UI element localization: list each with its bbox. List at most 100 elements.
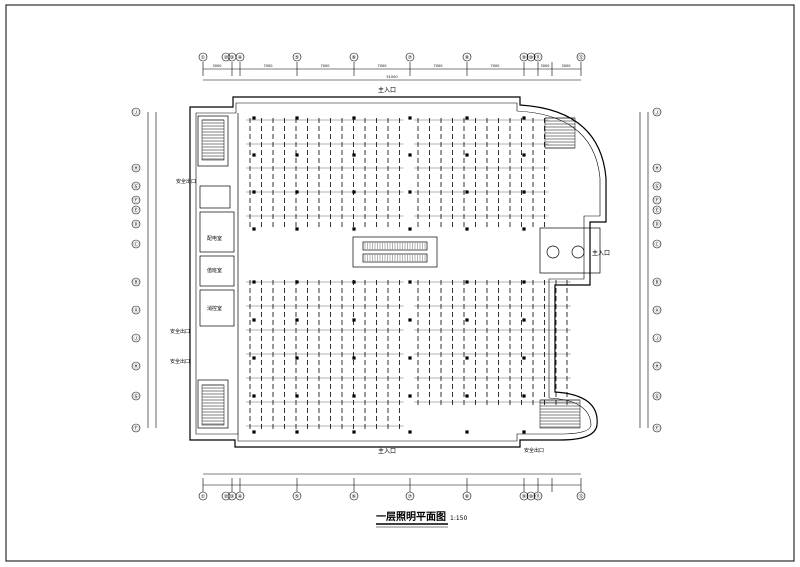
- left-axis-bubble: Ⓔ: [131, 205, 141, 215]
- dimension-label: 7000: [491, 64, 500, 68]
- left-axis-bubble: Ⓗ: [131, 163, 141, 173]
- right-axis-bubble: Ⓓ: [652, 219, 662, 229]
- svg-text:⑪: ⑪: [535, 493, 540, 500]
- svg-text:Ⓐ: Ⓐ: [133, 307, 138, 314]
- left-axis-bubble: Ⓒ: [131, 239, 141, 249]
- left-axis-bubble: Ⓑ: [131, 277, 141, 287]
- left-axis-bubble: Ⓐ: [131, 305, 141, 315]
- right-axis-bubble: Ⓙ: [652, 333, 662, 343]
- entrance-bottom-label: 主入口: [378, 447, 396, 455]
- svg-text:Ⓒ: Ⓒ: [654, 241, 659, 248]
- top-axis-bubble: ⑤: [292, 52, 302, 62]
- top-axis-bubble: ⑥: [349, 52, 359, 62]
- left-axis-bubble: Ⓖ: [131, 391, 141, 401]
- exit-left-label-3: 安全出口: [170, 358, 190, 365]
- svg-text:Ⓓ: Ⓓ: [133, 221, 138, 228]
- dimension-label: 7000: [321, 64, 330, 68]
- svg-text:⑪: ⑪: [535, 54, 540, 61]
- total-dimension-label: 51000: [386, 75, 397, 79]
- svg-text:Ⓕ: Ⓕ: [654, 425, 659, 432]
- svg-text:⑧: ⑧: [465, 494, 470, 500]
- top-axis-bubble: ①: [198, 52, 208, 62]
- sheet-frame: [5, 4, 795, 562]
- right-axis-bubble: Ⓙ: [652, 107, 662, 117]
- svg-text:⑧: ⑧: [465, 55, 470, 61]
- bottom-axis-bubble: ⑫: [576, 491, 586, 501]
- svg-text:⑤: ⑤: [295, 55, 299, 61]
- svg-text:⑦: ⑦: [408, 494, 413, 500]
- building-outline: [189, 96, 607, 448]
- left-axis-bubble: Ⓙ: [131, 107, 141, 117]
- right-axis-bubble: Ⓗ: [652, 361, 662, 371]
- svg-text:⑨: ⑨: [522, 494, 526, 500]
- svg-text:②: ②: [224, 55, 229, 61]
- bottom-axis-bubble: ②: [221, 491, 231, 501]
- svg-text:Ⓕ: Ⓕ: [133, 197, 138, 204]
- bottom-axis-bubble: ①: [198, 491, 208, 501]
- dimension-label: 3000: [541, 64, 550, 68]
- right-axis-bubble: Ⓑ: [652, 277, 662, 287]
- lighting-fixture-grid: [246, 116, 571, 434]
- svg-text:Ⓖ: Ⓖ: [654, 393, 659, 400]
- stair-left-top: [201, 119, 225, 161]
- exit-left-label-2: 安全出口: [170, 328, 190, 335]
- entrance-right-label: 主入口: [592, 249, 610, 257]
- svg-text:①: ①: [201, 494, 206, 500]
- top-axis-bubble: ②: [221, 52, 231, 62]
- svg-text:④: ④: [238, 55, 243, 61]
- bottom-axis-bubble: ④: [235, 491, 245, 501]
- drawing-scale: 1:150: [450, 515, 467, 522]
- svg-text:Ⓙ: Ⓙ: [133, 109, 138, 116]
- svg-text:⑤: ⑤: [295, 494, 299, 500]
- right-axis-bubble: Ⓖ: [652, 181, 662, 191]
- svg-text:②: ②: [224, 494, 229, 500]
- svg-text:Ⓔ: Ⓔ: [654, 207, 659, 214]
- bottom-axis-bubble: ⑥: [349, 491, 359, 501]
- svg-text:⑨: ⑨: [522, 55, 526, 61]
- svg-text:③: ③: [230, 494, 234, 500]
- svg-text:③: ③: [230, 55, 234, 61]
- svg-text:Ⓙ: Ⓙ: [654, 109, 659, 116]
- svg-text:Ⓖ: Ⓖ: [654, 183, 659, 190]
- top-axis-bubble: ④: [235, 52, 245, 62]
- top-axis-bubble: ⑧: [462, 52, 472, 62]
- svg-text:Ⓖ: Ⓖ: [133, 393, 138, 400]
- top-dimension-chain: [202, 62, 582, 81]
- right-axis-bubble: Ⓐ: [652, 305, 662, 315]
- top-axis-bubble: ⑪: [533, 52, 543, 62]
- top-axis-bubble: ⑦: [405, 52, 415, 62]
- dimension-label: 7000: [434, 64, 443, 68]
- bottom-axis-bubble: ⑪: [533, 491, 543, 501]
- right-axis-bubble: Ⓔ: [652, 205, 662, 215]
- dimension-label: 7000: [378, 64, 387, 68]
- bottom-axis-bubble: ⑤: [292, 491, 302, 501]
- svg-text:⑫: ⑫: [578, 493, 583, 500]
- svg-text:Ⓗ: Ⓗ: [654, 363, 659, 370]
- left-axis-bubble: Ⓕ: [131, 423, 141, 433]
- right-axis-bubble: Ⓕ: [652, 423, 662, 433]
- bottom-axis-bubble: ⑩: [526, 491, 536, 501]
- svg-text:Ⓐ: Ⓐ: [654, 307, 659, 314]
- svg-text:Ⓙ: Ⓙ: [654, 335, 659, 342]
- svg-text:Ⓕ: Ⓕ: [133, 425, 138, 432]
- svg-text:Ⓓ: Ⓓ: [654, 221, 659, 228]
- left-axis-bubble: Ⓙ: [131, 333, 141, 343]
- elevator-lobby-right: [539, 227, 601, 274]
- exit-left-label-1: 安全出口: [176, 178, 196, 185]
- bottom-axis-bubble: ⑧: [462, 491, 472, 501]
- bottom-dimension-chain: [202, 473, 582, 492]
- bottom-axis-bubble: ⑨: [519, 491, 529, 501]
- svg-text:⑩: ⑩: [529, 494, 534, 500]
- svg-text:Ⓙ: Ⓙ: [133, 335, 138, 342]
- left-axis-bubble: Ⓖ: [131, 181, 141, 191]
- drawing-title: 一层照明平面图: [376, 511, 446, 523]
- svg-text:⑥: ⑥: [352, 494, 357, 500]
- left-dimension-chain: [147, 112, 157, 428]
- svg-text:①: ①: [201, 55, 206, 61]
- room-label-2: 值班室: [207, 267, 222, 274]
- right-axis-bubble: Ⓖ: [652, 391, 662, 401]
- top-axis-bubble: ⑫: [576, 52, 586, 62]
- svg-text:Ⓗ: Ⓗ: [133, 363, 138, 370]
